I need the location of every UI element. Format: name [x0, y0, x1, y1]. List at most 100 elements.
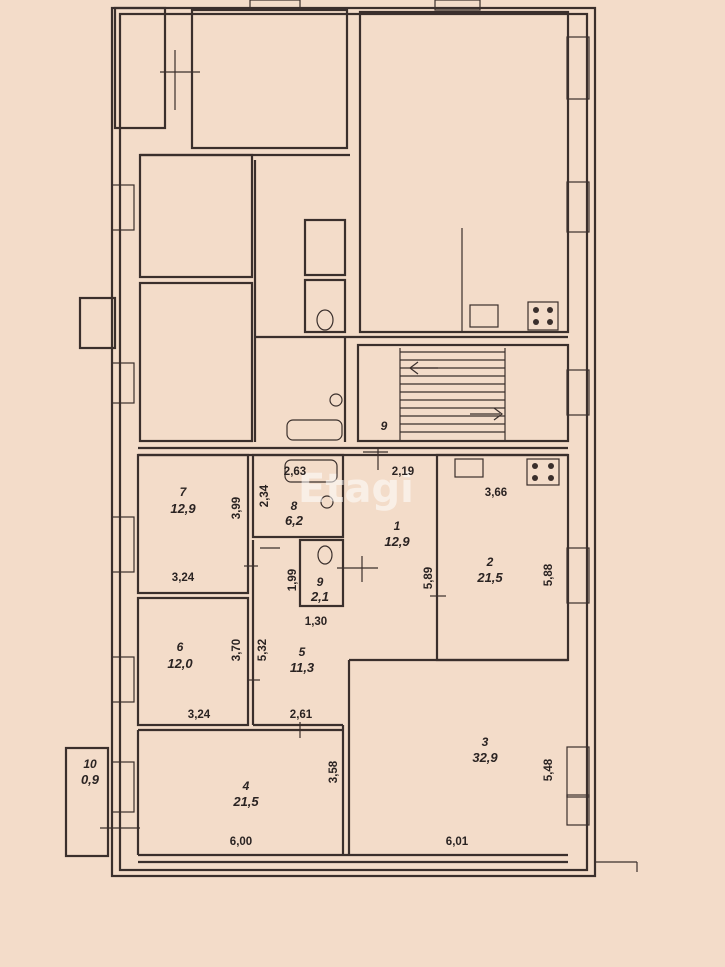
room-5-number: 5	[299, 645, 306, 659]
sink-icon	[469, 304, 499, 328]
apartment-fixtures	[244, 448, 560, 738]
window	[566, 181, 590, 233]
room-1-area: 12,9	[384, 534, 410, 549]
toilet-icon	[317, 545, 333, 565]
room-6-area: 12,0	[167, 656, 193, 671]
room-1-number: 1	[394, 519, 401, 533]
room-2-number: 2	[486, 555, 494, 569]
burner-icon	[547, 319, 553, 325]
upper-area-walls	[113, 6, 570, 443]
stair-arrow-icon	[470, 407, 503, 421]
room-7-number: 7	[180, 485, 188, 499]
dimension-label: 3,70	[231, 639, 243, 661]
window	[566, 369, 590, 416]
room-2-area: 21,5	[476, 570, 503, 585]
dimension-label: 6,01	[446, 836, 469, 848]
dimension-label: 3,99	[231, 497, 243, 519]
upper-room	[113, 6, 167, 130]
dimension-label: 2,19	[392, 466, 414, 478]
drain-icon	[320, 495, 334, 509]
stairwell	[356, 343, 570, 443]
room-4-number: 4	[242, 779, 250, 793]
window	[566, 746, 590, 798]
upper-room-large	[358, 10, 570, 334]
dimension-label: 5,88	[543, 563, 555, 586]
stair-arrow-icon	[409, 361, 438, 375]
dimension-label: 5,48	[543, 758, 555, 781]
room-8-walls	[251, 453, 345, 539]
room-labels: 7 12,9 8 6,2 1 12,9 2 21,5 9 2,1 6 12,0 …	[81, 419, 503, 809]
inner-wall-line	[118, 12, 589, 872]
wall-projection	[78, 296, 117, 350]
room-10-area: 0,9	[81, 772, 100, 787]
window	[434, 0, 481, 11]
window	[111, 362, 135, 404]
room-7-walls	[136, 453, 250, 595]
toilet-icon	[316, 309, 334, 331]
window	[111, 516, 135, 573]
upper-room	[138, 281, 254, 443]
dimension-label: 1,99	[287, 569, 299, 591]
dimension-label: 2,34	[259, 484, 271, 507]
room-10-number: 10	[83, 757, 97, 771]
burner-icon	[532, 463, 538, 469]
apartment-walls	[136, 446, 570, 864]
burner-icon	[533, 307, 539, 313]
room-6-walls	[136, 596, 250, 727]
stove-icon	[526, 458, 560, 486]
burner-icon	[548, 475, 554, 481]
sink-icon	[454, 458, 484, 478]
drain-icon	[329, 393, 343, 407]
window	[111, 761, 135, 813]
room-4-area: 21,5	[232, 794, 259, 809]
outer-walls	[64, 6, 638, 878]
dimension-label: 3,58	[328, 760, 340, 783]
window	[566, 547, 590, 604]
room-3-number: 3	[482, 735, 489, 749]
dimension-labels: 2,63 2,19 3,66 3,24 1,30 3,24 2,61 6,00 …	[172, 466, 555, 848]
windows	[111, 0, 590, 826]
dimension-label: 3,24	[188, 709, 211, 721]
upper-room	[190, 8, 349, 150]
room-8-area: 6,2	[285, 513, 304, 528]
burner-icon	[532, 475, 538, 481]
stair-steps	[400, 351, 505, 433]
room-2-walls	[435, 453, 570, 662]
dimension-label: 2,61	[290, 709, 313, 721]
upper-room	[138, 153, 254, 279]
dimension-label: 1,30	[305, 616, 327, 628]
window	[111, 184, 135, 231]
window	[566, 794, 590, 826]
dimension-label: 6,00	[230, 836, 252, 848]
upper-room	[303, 218, 347, 277]
room-5-area: 11,3	[290, 660, 315, 675]
stair-box	[356, 343, 570, 443]
room-7-area: 12,9	[170, 501, 196, 516]
upper-room	[303, 278, 347, 334]
outer-wall	[110, 6, 597, 878]
door-mark	[337, 556, 378, 582]
room-6-number: 6	[177, 640, 184, 654]
burner-icon	[533, 319, 539, 325]
dimension-label: 3,24	[172, 572, 195, 584]
room-9-number: 9	[317, 575, 324, 589]
balcony-outline	[64, 746, 110, 858]
dimension-label: 5,89	[423, 567, 435, 589]
room-9-area: 2,1	[310, 589, 329, 604]
burner-icon	[548, 463, 554, 469]
stove-icon	[527, 301, 559, 331]
burner-icon	[547, 307, 553, 313]
window	[111, 656, 135, 703]
window	[566, 36, 590, 100]
dimension-label: 5,32	[257, 639, 269, 661]
upper-fixtures	[286, 301, 559, 441]
door-mark	[244, 565, 258, 567]
stairwell-number: 9	[381, 419, 388, 433]
bathtub-icon	[286, 419, 343, 441]
dimension-label: 3,66	[485, 487, 507, 499]
room-3-area: 32,9	[472, 750, 498, 765]
room-8-number: 8	[291, 499, 298, 513]
room-9-walls	[298, 538, 345, 608]
watermark: Etagi	[298, 466, 414, 512]
